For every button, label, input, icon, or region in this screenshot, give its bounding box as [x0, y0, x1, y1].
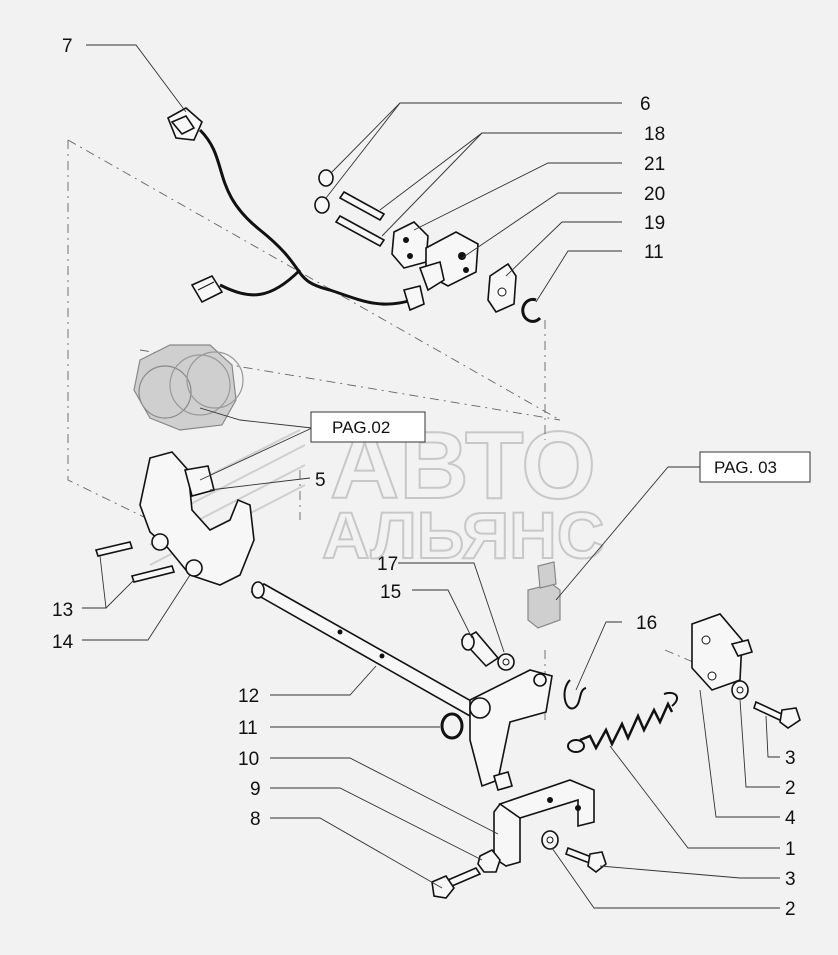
- watermark-line-2: АЛЬЯНС: [322, 498, 604, 572]
- callout-16: 16: [636, 613, 657, 634]
- washer-2-upper: [731, 680, 749, 700]
- callout-12: 12: [238, 686, 259, 707]
- callout-7: 7: [62, 36, 73, 57]
- stud-18: [334, 190, 386, 248]
- bolt-3-upper: [753, 700, 801, 729]
- page-ref-02-label: PAG.02: [332, 418, 390, 437]
- clip-16: [563, 679, 587, 710]
- nut-9: [477, 848, 501, 873]
- callout-15: 15: [380, 582, 401, 603]
- plate-4: [691, 613, 754, 691]
- callout-10: 10: [238, 749, 259, 770]
- callout-3-lower: 3: [785, 869, 796, 890]
- page-ref-02: PAG.02: [310, 411, 426, 443]
- bolt-3-lower: [564, 846, 607, 874]
- page-ref-03: PAG. 03: [699, 451, 811, 483]
- callout-14: 14: [52, 632, 74, 653]
- callout-labels: 7 6 18 21 20 19 11 5 17 15 16 13 14 12 1…: [52, 36, 796, 920]
- lever-arm: [469, 669, 553, 791]
- watermark: АВТО АЛЬЯНС: [149, 411, 605, 573]
- plate-21: [391, 221, 429, 269]
- page-ref-03-label: PAG. 03: [714, 458, 777, 477]
- nut-6: [314, 169, 334, 214]
- washer-17: [497, 653, 515, 671]
- shaft-12: [250, 581, 482, 717]
- callout-20: 20: [644, 184, 665, 205]
- callout-1: 1: [785, 839, 796, 860]
- bolt-8: [431, 867, 482, 899]
- sensor-assembly: [314, 169, 542, 323]
- callout-9: 9: [250, 779, 261, 800]
- circlip-11-mid: [440, 712, 464, 740]
- harness-connector-left: [190, 274, 224, 304]
- callout-6: 6: [640, 94, 651, 115]
- circlip-11-upper: [521, 297, 542, 323]
- callout-8: 8: [250, 809, 261, 830]
- washer-2-lower: [541, 830, 559, 850]
- callout-17: 17: [377, 554, 398, 575]
- leader-lines: [82, 44, 780, 909]
- gear-reference: [133, 344, 244, 431]
- wiring-harness: [166, 107, 425, 312]
- callout-11-top: 11: [644, 242, 664, 263]
- bracket-10: [493, 779, 595, 867]
- callout-11-mid: 11: [238, 718, 258, 739]
- callout-2-lower: 2: [785, 899, 796, 920]
- spring-1: [567, 692, 679, 753]
- harness-connector-right: [402, 285, 425, 312]
- harness-connector-top: [166, 107, 203, 141]
- callout-3-upper: 3: [785, 748, 796, 769]
- pin-15: [460, 630, 500, 668]
- callout-5: 5: [315, 470, 326, 491]
- callout-19: 19: [644, 213, 665, 234]
- callout-4: 4: [785, 808, 796, 829]
- callout-13: 13: [52, 600, 73, 621]
- callout-2-upper: 2: [785, 778, 796, 799]
- sensor-sleeve: [527, 561, 561, 629]
- sensor-body-20: [418, 231, 479, 292]
- washer-19: [487, 262, 517, 314]
- pin-13: [94, 541, 176, 583]
- callout-21: 21: [644, 154, 665, 175]
- callout-18: 18: [644, 124, 665, 145]
- bracket-5: [139, 451, 255, 586]
